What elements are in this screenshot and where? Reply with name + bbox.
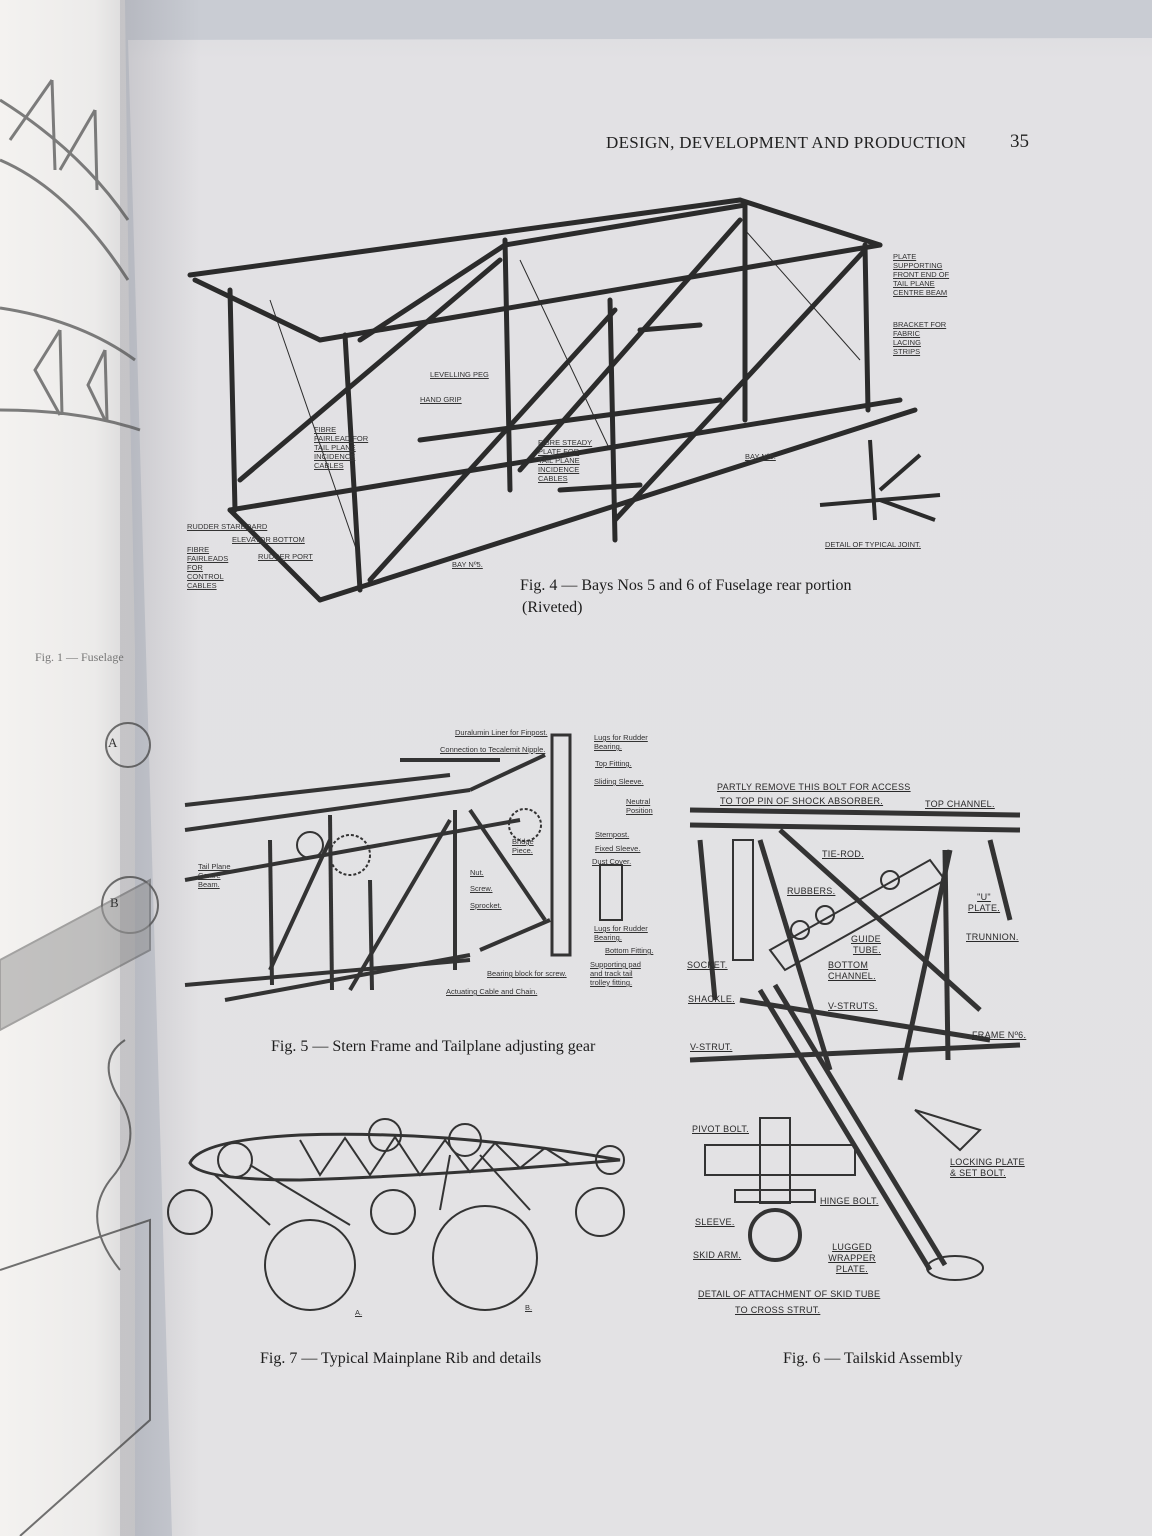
fig6-label: RUBBERS. (787, 886, 836, 896)
fig6-label: PARTLY REMOVE THIS BOLT FOR ACCESS (717, 782, 911, 792)
fig6-label: BOTTOM CHANNEL. (828, 960, 876, 981)
fig4-label: BAY Nº5. (452, 560, 483, 569)
page-gutter-shadow (120, 0, 200, 1536)
fig6-label: SOCKET. (687, 960, 728, 970)
fig6-label: SLEEVE. (695, 1217, 735, 1227)
marker-a: A (108, 735, 118, 750)
fig5-label: Bearing block for screw. (487, 969, 567, 978)
fig5-label: Fixed Sleeve. (595, 844, 641, 853)
fig4-label: RUDDER STARBOARD (187, 522, 268, 531)
fig4-label: FIBRE FAIRLEADS FOR CONTROL CABLES (187, 545, 229, 590)
fig4-label: HAND GRIP (420, 395, 462, 404)
fig4-label: BAY Nº6. (745, 452, 776, 461)
fig4-label: BRACKET FOR FABRIC LACING STRIPS (893, 320, 947, 356)
fig5-label: Lugs for Rudder Bearing. (594, 924, 648, 942)
fig6-label: LUGGED WRAPPER PLATE. (828, 1242, 876, 1274)
fig6-label: TRUNNION. (966, 932, 1019, 942)
page-number: 35 (1010, 131, 1029, 152)
fig6-label: TIE-ROD. (822, 849, 864, 859)
fig4-label: FIBRE STEADY PLATE FOR TAIL PLANE INCIDE… (538, 438, 593, 483)
fig5-label: Sprocket. (470, 901, 502, 910)
fig5-label: Lugs for Rudder Bearing. (594, 733, 648, 751)
fig5-label: Sliding Sleeve. (594, 777, 644, 786)
fig6-label: PIVOT BOLT. (692, 1124, 749, 1134)
fig4-label: LEVELLING PEG (430, 370, 489, 379)
fig5-label: Nut. (470, 868, 484, 877)
fig4-caption-line1: Fig. 4 — Bays Nos 5 and 6 of Fuselage re… (520, 577, 852, 594)
fig4-label: FIBRE FAIRLEAD FOR TAIL PLANE INCIDENCE … (314, 425, 369, 470)
fig6-caption: Fig. 6 — Tailskid Assembly (783, 1350, 963, 1367)
fig5-label: Screw. (470, 884, 493, 893)
fig4-label: RUDDER PORT (258, 552, 313, 561)
fig5-label: Duralumin Liner for Finpost. (455, 728, 548, 737)
fig7-label-b: B. (525, 1303, 533, 1312)
fig5-label: Actuating Cable and Chain. (446, 987, 538, 996)
fig5-label: Connection to Tecalemit Nipple. (440, 745, 546, 754)
fig4-caption-line2: (Riveted) (522, 599, 583, 616)
fig5-label: Bottom Fitting. (605, 946, 654, 955)
fig5-label: Bridge Piece. (512, 837, 534, 855)
fig6-label: TOP CHANNEL. (925, 799, 995, 809)
fig5-stern-frame-drawing (184, 733, 623, 1002)
fig4-truss-drawing (187, 197, 918, 603)
fig4-label: DETAIL OF TYPICAL JOINT. (825, 540, 921, 549)
fig6-detail-title-line2: TO CROSS STRUT. (735, 1305, 821, 1315)
fig6-label: V-STRUTS. (828, 1001, 878, 1011)
fig5-caption: Fig. 5 — Stern Frame and Tailplane adjus… (271, 1038, 596, 1055)
fig6-tailskid-drawing (689, 807, 1021, 1272)
fig5-label: Neutral Position (626, 797, 653, 815)
fig5-label: Sternpost. (595, 830, 630, 839)
fig6-label: SHACKLE. (688, 994, 735, 1004)
fig6-label: GUIDE TUBE. (850, 934, 881, 955)
fig5-label: Dust Cover. (592, 857, 632, 866)
fig1-caption: Fig. 1 — Fuselage (35, 650, 124, 664)
fig4-label: ELEVATOR BOTTOM (232, 535, 305, 544)
fig4-label: PLATE SUPPORTING FRONT END OF TAIL PLANE… (893, 252, 950, 297)
running-title: DESIGN, DEVELOPMENT AND PRODUCTION (606, 133, 967, 152)
fig5-label: Top Fitting. (595, 759, 632, 768)
fig4-joint-detail (819, 439, 941, 522)
fig6-label: SKID ARM. (693, 1250, 742, 1260)
fig6-label: V-STRUT. (690, 1042, 733, 1052)
fig6-label: HINGE BOLT. (820, 1196, 879, 1206)
fig6-label: LOCKING PLATE & SET BOLT. (950, 1157, 1025, 1178)
fig6-label: FRAME Nº6. (972, 1030, 1027, 1040)
fig6-label: TO TOP PIN OF SHOCK ABSORBER. (720, 796, 884, 806)
fig7-label-a: A. (355, 1308, 363, 1317)
fig7-rib-drawing (167, 1118, 625, 1311)
fig6-detail-title-line1: DETAIL OF ATTACHMENT OF SKID TUBE (698, 1289, 881, 1299)
fig6-label: "U" PLATE. (967, 892, 1001, 913)
marker-b: B (110, 895, 119, 910)
fig5-label: Supporting pad and track tail trolley fi… (590, 960, 641, 987)
fig5-label: Tail Plane Centre Beam. (198, 862, 231, 889)
fig7-caption: Fig. 7 — Typical Mainplane Rib and detai… (260, 1350, 542, 1367)
